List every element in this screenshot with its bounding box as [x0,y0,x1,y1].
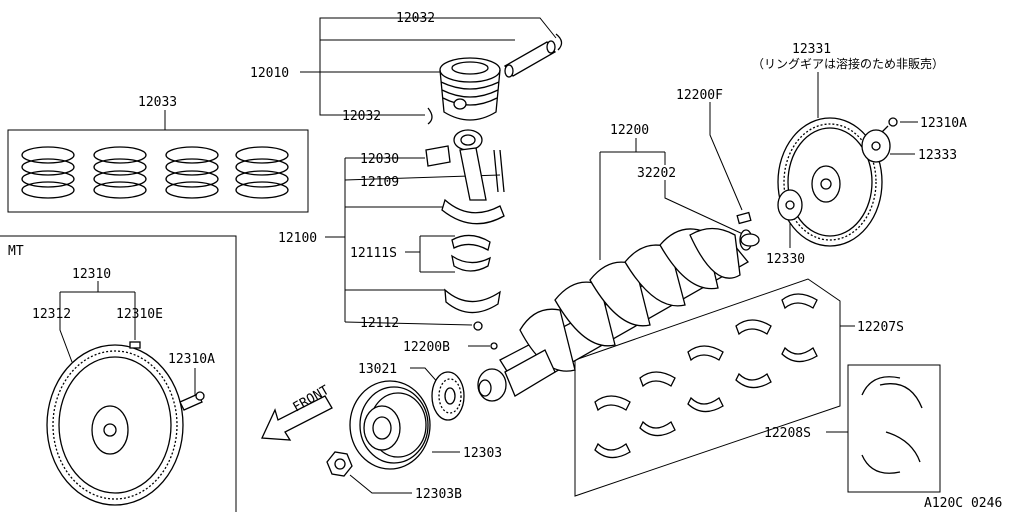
label-12331: 12331 [792,42,831,57]
label-12030: 12030 [360,152,399,167]
crank-sprocket [431,371,465,421]
label-12033: 12033 [138,95,177,110]
snap-ring-bottom [427,107,433,125]
crank-pulley [349,380,431,470]
bolt-12310A-left [179,391,205,411]
main-bearings [594,293,818,459]
label-12310E: 12310E [116,307,163,322]
label-12207S: 12207S [857,320,904,335]
flywheel-right [777,117,883,247]
label-12100: 12100 [278,231,317,246]
pin-12200B [490,342,498,350]
label-12200F: 12200F [676,88,723,103]
label-12010: 12010 [250,66,289,81]
label-12032-top: 12032 [396,11,435,26]
label-12208S: 12208S [764,426,811,441]
pin-12200F [736,211,752,225]
conrod-bearings [451,234,491,272]
snap-ring-top [555,33,563,51]
label-12200B: 12200B [403,340,450,355]
pulley-bolt [326,451,353,477]
label-12112: 12112 [360,316,399,331]
piston [439,57,501,121]
ring-set-1 [21,146,75,199]
ring-set-2 [93,146,147,199]
label-13021: 13021 [358,362,397,377]
dowel-12310E [129,341,141,349]
label-12032-bottom: 12032 [342,109,381,124]
labels: 12032 12010 12032 12033 12030 12109 1210… [8,11,1002,511]
bolt-12310A-right [881,117,898,133]
label-12310A-left: 12310A [168,352,215,367]
flywheel-left [46,344,184,506]
label-12303: 12303 [463,446,502,461]
label-diagram-code: A120C 0246 [924,496,1002,511]
label-32202: 32202 [637,166,676,181]
label-mt: MT [8,244,24,259]
label-12312: 12312 [32,307,71,322]
drive-plate-12330 [777,189,803,221]
label-12109: 12109 [360,175,399,190]
piston-pin [504,40,556,78]
reinforcement-plate-12333 [861,129,891,163]
thrust-washers [861,376,923,474]
pilot-bushing [740,233,760,247]
label-12303B: 12303B [415,487,462,502]
label-12330: 12330 [766,252,805,267]
ring-set-4 [235,146,289,199]
ring-set-3 [165,146,219,199]
crankshaft [477,227,753,402]
label-12310: 12310 [72,267,111,282]
label-12111S: 12111S [350,246,397,261]
label-12310A-right: 12310A [920,116,967,131]
label-12331-note: （リングギアは溶接のため非販売） [752,56,944,71]
label-12200: 12200 [610,123,649,138]
front-arrow-icon [261,395,333,441]
conrod-cap [444,288,501,331]
label-12333: 12333 [918,148,957,163]
connecting-rod [425,129,505,225]
